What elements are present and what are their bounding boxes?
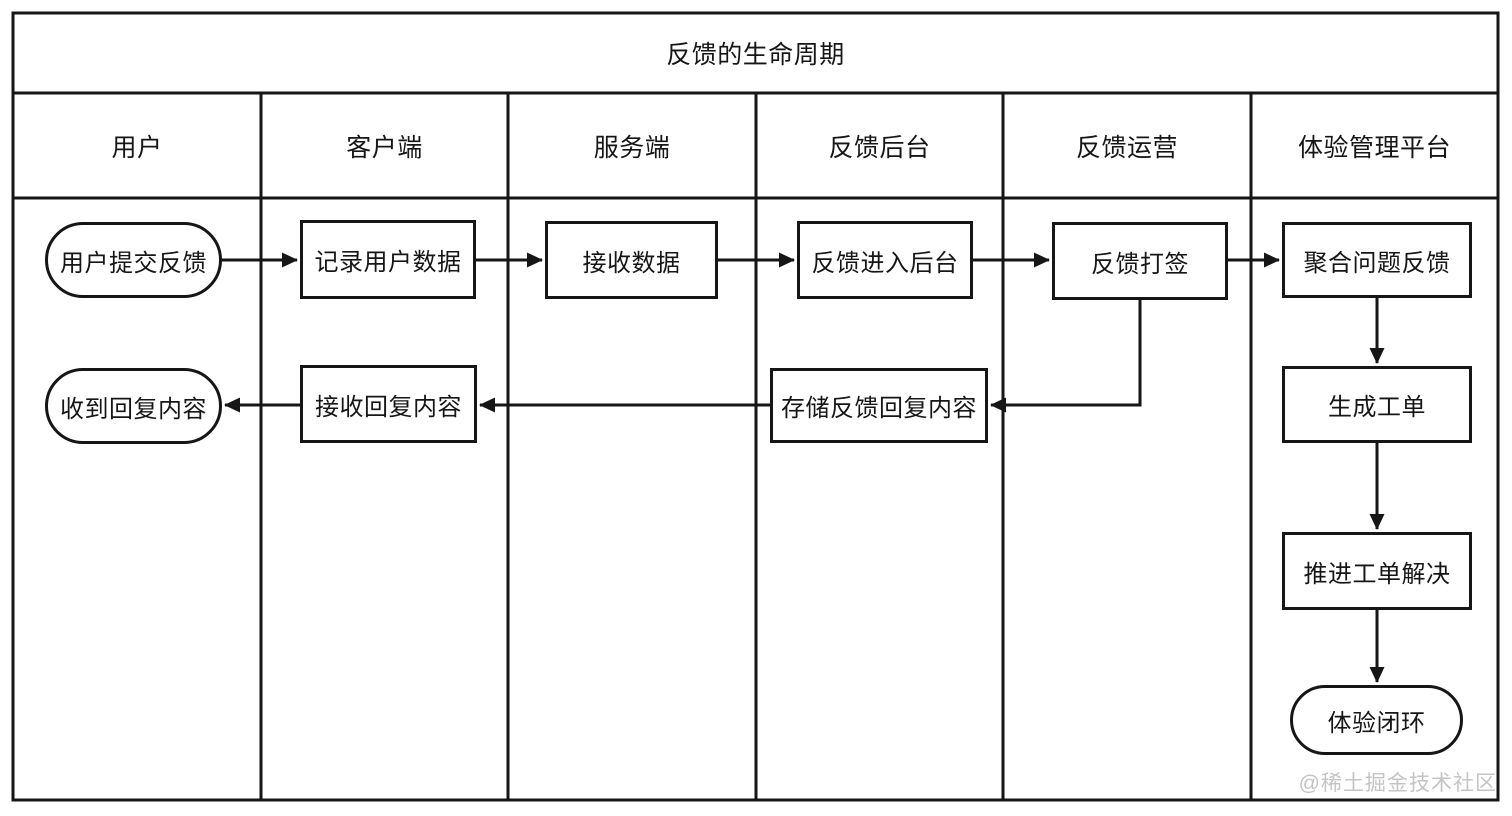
node-user-receive-reply: 收到回复内容 [45,368,222,444]
node-generate-ticket: 生成工单 [1282,366,1472,443]
node-feedback-enter-backend: 反馈进入后台 [797,221,973,299]
lane-header-feedback-backend: 反馈后台 [828,133,931,162]
diagram-title: 反馈的生命周期 [666,41,845,69]
watermark: @稀土掘金技术社区 [1298,772,1497,795]
node-record-user-data: 记录用户数据 [300,220,476,299]
node-experience-closed-loop: 体验闭环 [1290,685,1463,755]
node-store-feedback-reply: 存储反馈回复内容 [770,368,988,443]
lane-header-user: 用户 [111,133,163,162]
node-aggregate-feedback: 聚合问题反馈 [1282,222,1472,298]
edge-tagging-to-store-reply [990,300,1142,413]
node-feedback-tagging: 反馈打签 [1052,222,1228,300]
lane-header-feedback-operations: 反馈运营 [1075,133,1178,162]
node-push-ticket-resolution: 推进工单解决 [1282,532,1472,610]
node-user-submit-feedback: 用户提交反馈 [45,222,222,298]
lane-header-client: 客户端 [346,133,423,162]
node-client-receive-reply: 接收回复内容 [300,365,477,443]
lane-header-experience-platform: 体验管理平台 [1297,133,1451,162]
node-receive-data: 接收数据 [545,221,718,299]
lane-header-server: 服务端 [593,133,671,162]
